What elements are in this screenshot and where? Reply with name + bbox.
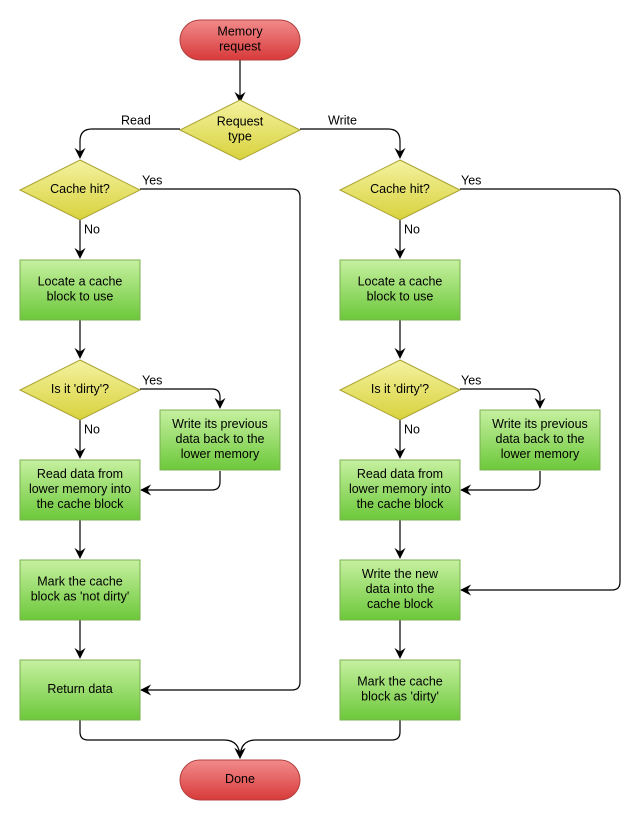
- process-left-mark: [19, 559, 141, 621]
- node-label-line: Locate a cache: [358, 275, 443, 289]
- process-left-locate: [19, 259, 141, 321]
- node-label-line: the cache block: [37, 497, 125, 511]
- node-label-line: Read data from: [37, 467, 123, 481]
- node-label-line: Mark the cache: [357, 675, 443, 689]
- process-right-mark: [339, 659, 461, 721]
- node-label-line: Is it 'dirty'?: [51, 382, 109, 396]
- node-label-line: the cache block: [357, 497, 445, 511]
- node-label-line: Return data: [47, 682, 112, 696]
- node-label-line: Cache hit?: [370, 182, 430, 196]
- label-l-hit: Cache hit?: [50, 182, 110, 196]
- label-l-return: Return data: [47, 682, 112, 696]
- process-left-read: [19, 459, 141, 521]
- edge-l-hit-yes: [140, 188, 301, 696]
- edge-r-dirty-yes: [460, 388, 546, 409]
- edge-l-return-to-done: [79, 720, 246, 759]
- node-label-line: block as 'dirty': [361, 690, 439, 704]
- process-left-return: [19, 659, 141, 721]
- node-label-line: cache block: [367, 597, 434, 611]
- terminal-done: [179, 759, 301, 801]
- node-label-line: lower memory: [181, 447, 260, 461]
- label-r-hit: Cache hit?: [370, 182, 430, 196]
- label-l-dirty: Is it 'dirty'?: [51, 382, 109, 396]
- edge-label-l-dirty-yes: Yes: [142, 373, 162, 387]
- node-label-line: data back to the: [176, 432, 265, 446]
- edge-label-l-hit-no: No: [84, 222, 100, 236]
- edge-r-mark-to-done: [234, 720, 401, 759]
- process-right-writeback: [479, 409, 601, 471]
- node-label-line: Done: [225, 772, 255, 786]
- label-done: Done: [225, 772, 255, 786]
- edge-r-hit-yes: [460, 188, 621, 596]
- node-label-line: block as 'not dirty': [31, 590, 130, 604]
- node-label-line: block to use: [367, 290, 434, 304]
- node-label-line: Read data from: [357, 467, 443, 481]
- node-label-line: data into the: [366, 582, 435, 596]
- node-label-line: Write the new: [362, 567, 439, 581]
- node-label-line: Write its previous: [492, 417, 588, 431]
- edge-l-writeback-to-read: [140, 471, 221, 496]
- process-right-write: [339, 559, 461, 621]
- node-label-line: Write its previous: [172, 417, 268, 431]
- edges: [74, 60, 621, 759]
- node-label-line: type: [228, 130, 252, 144]
- node-label-line: Memory: [217, 25, 263, 39]
- node-label-line: lower memory: [501, 447, 580, 461]
- edge-label-r-hit-yes: Yes: [461, 173, 481, 187]
- edge-l-dirty-yes: [140, 388, 226, 409]
- node-label-line: Mark the cache: [37, 575, 123, 589]
- edge-label-read: Read: [121, 113, 151, 127]
- node-label-line: data back to the: [496, 432, 585, 446]
- decision-left-cache-hit: [18, 159, 142, 221]
- process-left-writeback: [159, 409, 281, 471]
- edge-labels: Read Write Yes No Yes No Yes No Yes No: [84, 113, 481, 436]
- node-label-line: block to use: [47, 290, 114, 304]
- edge-label-r-dirty-no: No: [404, 422, 420, 436]
- edge-write: [300, 128, 406, 159]
- node-label-line: Cache hit?: [50, 182, 110, 196]
- edge-label-l-hit-yes: Yes: [142, 173, 162, 187]
- process-right-locate: [339, 259, 461, 321]
- node-label-line: request: [219, 40, 261, 54]
- node-label-line: Is it 'dirty'?: [371, 382, 429, 396]
- decision-request-type: [178, 99, 302, 161]
- edge-label-l-dirty-no: No: [84, 422, 100, 436]
- edge-label-r-hit-no: No: [404, 222, 420, 236]
- edge-label-r-dirty-yes: Yes: [461, 373, 481, 387]
- edge-label-write: Write: [328, 113, 357, 127]
- decision-left-is-dirty: [18, 359, 142, 421]
- node-label-line: Request: [217, 115, 264, 129]
- decision-right-cache-hit: [338, 159, 462, 221]
- edge-r-writeback-to-read: [460, 471, 541, 496]
- process-right-read: [339, 459, 461, 521]
- terminal-memory-request: [179, 19, 301, 61]
- node-label-line: lower memory into: [349, 482, 451, 496]
- edge-read: [74, 128, 180, 159]
- node-label-line: lower memory into: [29, 482, 131, 496]
- label-r-dirty: Is it 'dirty'?: [371, 382, 429, 396]
- decision-right-is-dirty: [338, 359, 462, 421]
- node-label-line: Locate a cache: [38, 275, 123, 289]
